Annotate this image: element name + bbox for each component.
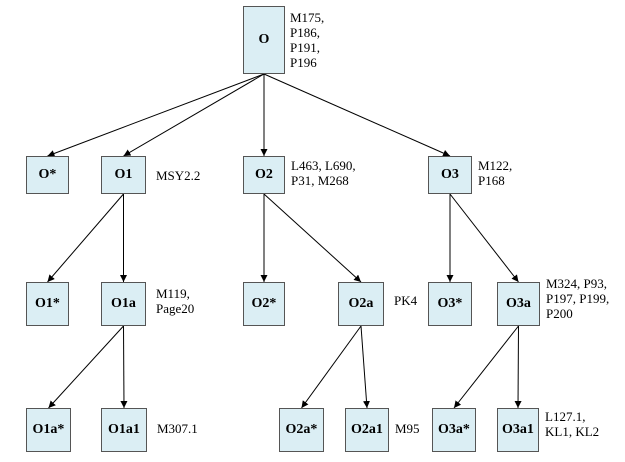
ref-line: P186,: [290, 25, 320, 40]
ref-line: PK4: [394, 293, 418, 308]
node-o1a-refs: M119,Page20: [156, 286, 194, 316]
ref-line: L463, L690,: [291, 158, 356, 173]
node-o1a: O1a: [101, 282, 146, 326]
ref-line: Page20: [156, 301, 195, 316]
ref-line: M175,: [290, 10, 325, 25]
node-o2star: O2*: [243, 282, 285, 326]
node-o3: O3: [428, 156, 472, 194]
ref-line: P197, P199,: [546, 291, 610, 306]
node-o2: O2: [243, 156, 285, 194]
node-o2a-refs: PK4: [394, 293, 417, 308]
node-o1star: O1*: [26, 282, 69, 326]
edge-o3-to-o3a: [449, 193, 519, 283]
ref-line: P31, M268: [291, 173, 349, 188]
ref-line: P168: [478, 173, 505, 188]
edge-o-to-o3: [263, 73, 451, 157]
node-o1-refs: MSY2.2: [156, 168, 200, 183]
node-o3star: O3*: [428, 282, 472, 326]
edge-o3a-to-o3a1: [514, 325, 522, 409]
ref-line: P191,: [290, 40, 320, 55]
node-o3a1-refs: L127.1,KL1, KL2: [545, 409, 599, 439]
edge-o1a-to-o1a1: [120, 325, 128, 409]
edge-o-to-ostar: [47, 73, 265, 157]
node-o2a1-refs: M95: [395, 421, 420, 436]
ref-line: M122,: [478, 158, 513, 173]
ref-line: M119,: [156, 286, 190, 301]
node-o-refs: M175,P186,P191,P196: [290, 10, 324, 70]
ref-line: MSY2.2: [156, 168, 201, 183]
node-o3a-refs: M324, P93,P197, P199,P200: [546, 276, 609, 321]
node-o1a1-refs: M307.1: [157, 421, 198, 436]
ref-line: M307.1: [157, 421, 198, 436]
node-o2a: O2a: [338, 282, 384, 326]
ref-line: P196: [290, 55, 317, 70]
edge-o1a-to-o1astar: [48, 325, 124, 409]
node-ostar: O*: [26, 156, 69, 194]
node-o3a: O3a: [497, 282, 540, 326]
node-o3a1: O3a1: [497, 408, 539, 452]
ref-line: KL1, KL2: [545, 424, 600, 439]
node-o1astar: O1a*: [26, 408, 71, 452]
edge-o3a-to-o3astar: [453, 325, 519, 409]
node-o2astar: O2a*: [279, 408, 324, 452]
ref-line: M324, P93,: [546, 276, 608, 291]
node-o1: O1: [101, 156, 146, 194]
ref-line: L127.1,: [545, 409, 586, 424]
node-o3astar: O3a*: [432, 408, 476, 452]
node-o3-refs: M122,P168: [478, 158, 512, 188]
node-o2a1: O2a1: [345, 408, 389, 452]
edge-o2a-to-o2a1: [360, 325, 370, 409]
node-o1a1: O1a1: [101, 408, 147, 452]
ref-line: P200: [546, 306, 573, 321]
ref-line: M95: [395, 421, 420, 436]
edge-o2a-to-o2astar: [301, 325, 362, 409]
edge-o2-to-o2a: [263, 193, 362, 283]
edge-o-to-o1: [123, 73, 265, 157]
edge-o1-to-o1star: [47, 193, 124, 283]
node-o2-refs: L463, L690,P31, M268: [291, 158, 356, 188]
node-o: O: [243, 6, 285, 74]
